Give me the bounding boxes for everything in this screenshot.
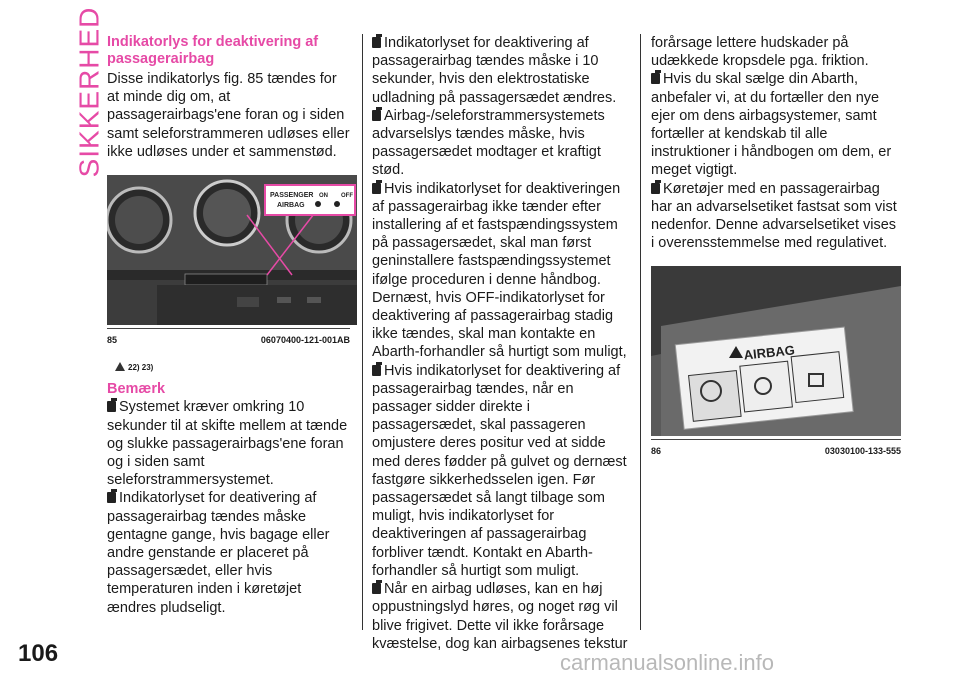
figure-85: PASSENGER AIRBAG ON OFF 85 06070400-121-… [107, 175, 357, 349]
section-label: SIKKERHED [73, 6, 105, 178]
figure-86: AIRBAG 86 03030100-133-555 [651, 266, 901, 460]
figure-code: 03030100-133-555 [824, 446, 901, 457]
book-icon [107, 489, 117, 504]
reference-marks: 22) 23) [115, 359, 350, 377]
warning-icon [115, 362, 125, 372]
column-divider [640, 34, 641, 630]
intro-paragraph: Disse indikatorlys fig. 85 tændes for at… [107, 71, 350, 160]
note-heading: Bemærk [107, 381, 166, 398]
note-1: Systemet kræver omkring 10 sekunder til … [107, 398, 348, 489]
watermark: carmanualsonline.info [560, 650, 775, 675]
paragraph-7: Køretøjer med en passagerairbag har an a… [651, 179, 897, 252]
section-heading: Indikatorlys for deaktivering af passage… [107, 34, 319, 67]
figure-caption: 85 06070400-121-001AB [107, 328, 350, 349]
figure-caption: 86 03030100-133-555 [651, 439, 901, 460]
callout-on-text: ON [319, 193, 328, 199]
book-icon [372, 106, 382, 121]
column-1: Indikatorlys for deaktivering af passage… [107, 34, 357, 617]
column-2: Indikatorlyset for deaktivering af passa… [372, 34, 630, 653]
dashboard-illustration: PASSENGER AIRBAG ON OFF [107, 175, 357, 326]
paragraph-4: Hvis indikatorlyset for deaktivering af … [372, 361, 627, 579]
book-icon [107, 398, 117, 413]
paragraph-1: Indikatorlyset for deaktivering af passa… [372, 34, 617, 106]
book-icon [372, 580, 382, 595]
paragraph-2: Airbag-/seleforstrammersystemets advarse… [372, 106, 605, 179]
book-icon [372, 361, 382, 376]
callout-off-text: OFF [341, 193, 353, 199]
figure-number: 85 [107, 335, 118, 346]
paragraph-6: Hvis du skal sælge din Abarth, anbefaler… [651, 70, 892, 179]
callout-passenger-text: PASSENGER [270, 192, 313, 199]
book-icon [651, 179, 661, 194]
label-airbag-text: AIRBAG [743, 343, 796, 363]
figure-code: 06070400-121-001AB [260, 335, 350, 346]
column-3: forårsage lettere hudskader på udækkede … [651, 34, 901, 461]
book-icon [372, 34, 382, 48]
figure-number: 86 [651, 446, 662, 457]
sun-visor-illustration: AIRBAG [651, 266, 901, 437]
page-number: 106 [18, 640, 59, 667]
callout-airbag-text: AIRBAG [277, 202, 305, 209]
paragraph-5: Når en airbag udløses, kan en høj oppust… [372, 580, 628, 652]
note-2: Indikatorlyset for deativering af passag… [107, 489, 330, 616]
paragraph-3: Hvis indikatorlyset for deaktiveringen a… [372, 179, 627, 361]
column-divider [362, 34, 363, 630]
book-icon [651, 70, 661, 85]
book-icon [372, 179, 382, 194]
continuation-text: forårsage lettere hudskader på udækkede … [651, 35, 869, 70]
